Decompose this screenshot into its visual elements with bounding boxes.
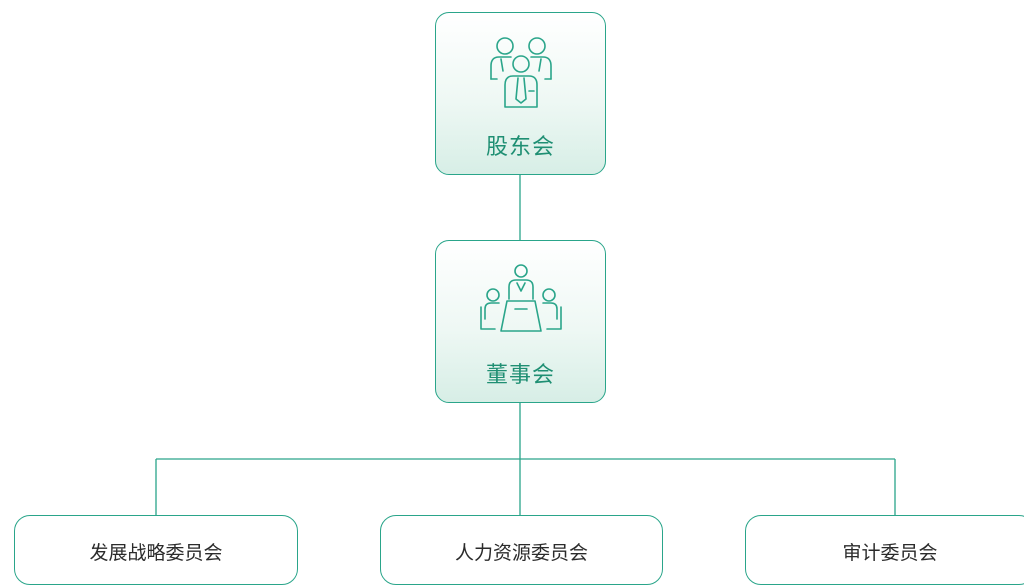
committee-audit: 审计委员会 — [745, 515, 1024, 585]
shareholders-label: 股东会 — [485, 135, 555, 160]
board-label: 董事会 — [485, 363, 555, 388]
shareholders-group-icon — [489, 37, 552, 108]
committee-hr: 人力资源委员会 — [380, 515, 663, 585]
board-node: 董事会 — [435, 240, 606, 403]
shareholders-node: 股东会 — [435, 12, 606, 175]
committee-strategy: 发展战略委员会 — [14, 515, 298, 585]
board-meeting-icon — [479, 264, 562, 332]
